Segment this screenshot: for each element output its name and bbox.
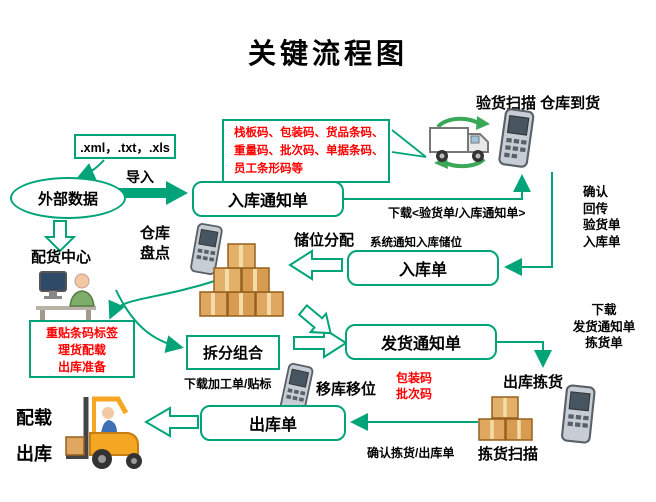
label-import: 导入 bbox=[126, 169, 154, 185]
label-download-processing: 下载加工单/贴标 bbox=[184, 377, 272, 391]
label-move-relocate: 移库移位 bbox=[316, 381, 377, 398]
label-picking-scan: 拣货扫描 bbox=[478, 446, 539, 463]
file-types-box: .xml，.txt，.xls bbox=[74, 134, 176, 159]
label-confirm-picking: 确认拣货/出库单 bbox=[367, 446, 455, 460]
page-title: 关键流程图 bbox=[247, 38, 408, 69]
barcode-line: 重量码、批次码、单据条码、 bbox=[234, 145, 384, 157]
delivery-truck-icon bbox=[424, 112, 496, 175]
picking-cartons-icon bbox=[477, 395, 535, 446]
carton-stack-icon bbox=[198, 240, 286, 323]
shipping-notice-node: 发货通知单 bbox=[345, 324, 497, 360]
inventory-pda-icon bbox=[187, 222, 224, 281]
split-combine-node: 拆分组合 bbox=[186, 335, 280, 370]
label-distribution-center: 配货中心 bbox=[31, 249, 92, 266]
inbound-notice-node: 入库通知单 bbox=[192, 181, 344, 217]
label-download-inbound: 下载<验货单/入库通知单> bbox=[388, 206, 526, 220]
relabel-box: 重贴条码标签 理货配载 出库准备 bbox=[29, 320, 135, 378]
handheld-scanner-icon bbox=[496, 106, 537, 175]
label-system-notice: 系统通知入库储位 bbox=[370, 237, 462, 249]
barcode-line: 栈板码、包装码、货品条码、 bbox=[234, 127, 384, 139]
label-package-batch: 包装码 批次码 bbox=[396, 371, 433, 401]
external-data-node: 外部数据 bbox=[10, 177, 126, 219]
label-storage-allocation: 储位分配 bbox=[294, 232, 355, 249]
barcode-line: 员工条形码等 bbox=[234, 163, 303, 175]
picking-scanner-icon bbox=[559, 384, 597, 450]
label-confirm-return: 确认 回传 验货单 入库单 bbox=[583, 185, 621, 249]
label-download-shipping: 下载 发货通知单 拣货单 bbox=[572, 303, 636, 350]
barcode-types-box: 栈板码、包装码、货品条码、 重量码、批次码、单据条码、 员工条形码等 bbox=[222, 119, 390, 183]
inbound-order-node: 入库单 bbox=[347, 250, 499, 286]
label-inspection-arrival: 验货扫描 仓库到货 bbox=[476, 95, 601, 112]
forklift-icon bbox=[64, 385, 156, 478]
label-loading-outbound: 配载 出库 bbox=[16, 408, 52, 464]
label-warehouse-inventory: 仓库 盘点 bbox=[140, 225, 171, 262]
outbound-order-node: 出库单 bbox=[200, 405, 346, 441]
workstation-operator-icon bbox=[36, 266, 108, 327]
label-outbound-picking: 出库拣货 bbox=[503, 374, 564, 391]
